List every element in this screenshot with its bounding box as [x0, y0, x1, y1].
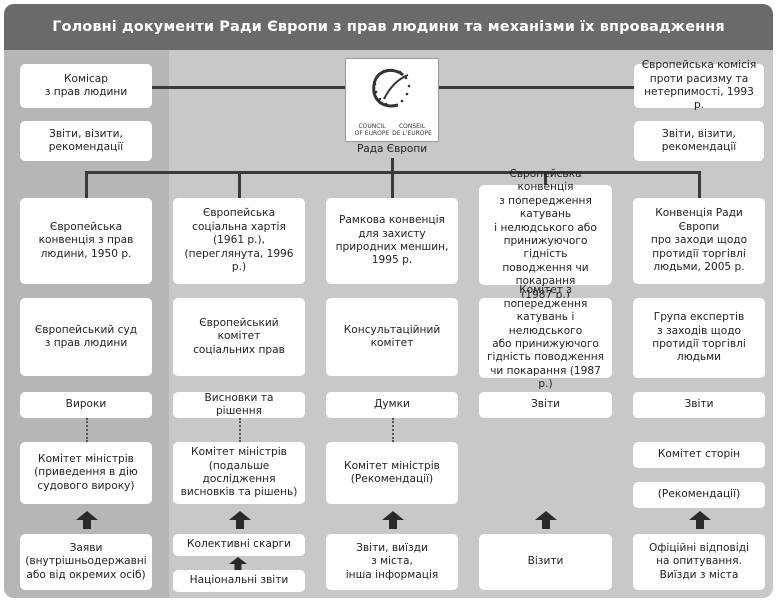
- oversight-box-3: Комітет міністрів (Рекомендації): [326, 442, 458, 504]
- logo-text-fr: CONSEIL DE L'EUROPE: [392, 123, 432, 137]
- convention-text: Європейська конвенція з прав людини, 195…: [38, 220, 134, 260]
- ecri-output: Звіти, візити, рекомендації: [661, 127, 737, 153]
- input-text: Звіти, виїзди з міста, інша інформація: [345, 541, 439, 581]
- connector-top-left: [152, 86, 345, 89]
- output-text: Звіти: [684, 398, 714, 411]
- output-box-2: Висновки та рішення: [173, 392, 305, 418]
- body-text: Європейський суд з прав людини: [34, 323, 138, 349]
- oversight-box-2: Комітет міністрів (подальше дослідження …: [173, 442, 305, 504]
- output-text: Звіти: [530, 398, 561, 411]
- dotted-connector-col1: [86, 418, 88, 442]
- input-text: Заяви (внутрішньодержавні або від окреми…: [25, 541, 147, 581]
- connector-col2: [238, 171, 241, 198]
- connector-center-down: [391, 158, 394, 173]
- up-arrow-icon: [535, 511, 557, 529]
- convention-box-4: Європейська конвенція з попередження кат…: [479, 168, 612, 301]
- body-text: Консультаційний комітет: [343, 323, 441, 349]
- input-box-3: Звіти, виїзди з міста, інша інформація: [326, 534, 458, 590]
- up-arrow-icon: [382, 511, 404, 529]
- dotted-connector-col3: [392, 418, 394, 442]
- up-arrow-icon: [76, 511, 98, 529]
- oversight-box-1: Комітет міністрів (приведення в дію судо…: [20, 442, 152, 504]
- council-logo-icon: [372, 68, 411, 108]
- up-arrow-icon: [689, 511, 711, 529]
- up-arrow-icon: [229, 557, 247, 570]
- commissioner-box: Комісар з прав людини: [20, 64, 152, 108]
- body-box-4: Комітет з попередження катувань і нелюдс…: [479, 284, 612, 390]
- ecri-output-box: Звіти, візити, рекомендації: [634, 121, 764, 161]
- commissioner-title: Комісар з прав людини: [44, 72, 128, 98]
- output-text: Думки: [374, 398, 410, 411]
- input-box-2a: Колективні скарги: [173, 534, 305, 556]
- output-box-3: Думки: [326, 392, 458, 418]
- body-box-2: Європейський комітет соціальних прав: [173, 298, 305, 376]
- logo-text-en: COUNCIL OF EUROPE: [354, 123, 390, 137]
- oversight-box-5b: (Рекомендації): [633, 482, 765, 508]
- body-box-3: Консультаційний комітет: [326, 298, 458, 376]
- output-box-1: Вироки: [20, 392, 152, 418]
- oversight-text: Комітет сторін: [657, 448, 741, 461]
- output-box-4: Звіти: [479, 392, 612, 418]
- input-text: Національні звіти: [189, 574, 289, 587]
- body-box-5: Група експертів з заходів щодо протидії …: [633, 298, 765, 378]
- connector-col1: [85, 171, 88, 198]
- output-text: Висновки та рішення: [204, 391, 274, 417]
- ecri-box: Європейська комісія проти расизму та нет…: [634, 59, 764, 111]
- body-text: Група експертів з заходів щодо протидії …: [652, 311, 746, 364]
- convention-text: Конвенція Ради Європи про заходи щодо пр…: [650, 207, 748, 274]
- council-of-europe-logo: COUNCIL OF EUROPE CONSEIL DE L'EUROPE: [345, 58, 439, 142]
- input-text: Офіційні відповіді на опитування. Виїзди…: [649, 541, 749, 581]
- oversight-text: Комітет міністрів (Рекомендації): [344, 459, 440, 485]
- oversight-box-5: Комітет сторін: [633, 442, 765, 468]
- input-box-4: Візити: [479, 534, 612, 590]
- dotted-connector-col2: [239, 418, 241, 442]
- convention-text: Рамкова конвенція для захисту природних …: [335, 214, 449, 267]
- convention-box-1: Європейська конвенція з прав людини, 195…: [20, 198, 152, 284]
- convention-text: Європейська конвенція з попередження кат…: [494, 167, 597, 301]
- output-text: Вироки: [65, 398, 107, 411]
- up-arrow-icon: [229, 511, 251, 529]
- connector-col4: [544, 171, 547, 185]
- connector-top-right: [439, 86, 634, 89]
- connector-col5: [698, 171, 701, 198]
- oversight-text: Комітет міністрів (подальше дослідження …: [180, 446, 298, 499]
- input-text: Візити: [527, 555, 564, 568]
- input-text: Колективні скарги: [186, 538, 292, 551]
- commissioner-output-box: Звіти, візити, рекомендації: [20, 121, 152, 161]
- convention-box-5: Конвенція Ради Європи про заходи щодо пр…: [633, 198, 765, 284]
- commissioner-output: Звіти, візити, рекомендації: [48, 127, 124, 153]
- convention-box-3: Рамкова конвенція для захисту природних …: [326, 198, 458, 284]
- body-text: Комітет з попередження катувань і нелюдс…: [486, 284, 605, 391]
- oversight-text-2: (Рекомендації): [657, 488, 741, 501]
- diagram-title: Головні документи Ради Європи з прав люд…: [4, 4, 773, 50]
- council-of-europe-label: Рада Європи: [356, 143, 428, 155]
- convention-box-2: Європейська соціальна хартія (1961 р.), …: [173, 198, 305, 284]
- connector-col3: [391, 171, 394, 198]
- body-box-1: Європейський суд з прав людини: [20, 298, 152, 376]
- input-box-1: Заяви (внутрішньодержавні або від окреми…: [20, 534, 152, 590]
- body-text: Європейський комітет соціальних прав: [193, 316, 285, 356]
- convention-text: Європейська соціальна хартія (1961 р.), …: [184, 207, 294, 274]
- output-box-5: Звіти: [633, 392, 765, 418]
- oversight-text: Комітет міністрів (приведення в дію судо…: [34, 452, 138, 492]
- input-box-5: Офіційні відповіді на опитування. Виїзди…: [633, 534, 765, 590]
- ecri-title: Європейська комісія проти расизму та нет…: [641, 59, 757, 112]
- input-box-2b: Національні звіти: [173, 570, 305, 592]
